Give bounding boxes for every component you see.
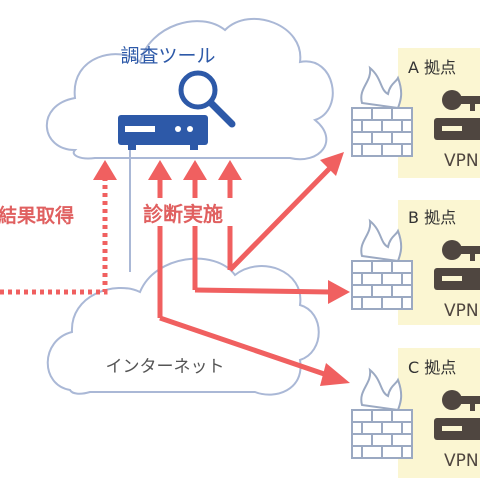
vpn-c-label: VPN: [444, 451, 479, 471]
firewall-a-icon: [351, 65, 413, 157]
diagnose-out-arrows: [159, 152, 350, 386]
magnifier-icon: [178, 70, 236, 128]
site-c-label: C 拠点: [408, 358, 456, 377]
firewall-c-icon: [351, 367, 413, 459]
result-arrow: [0, 160, 117, 295]
tool-device-icon: [118, 115, 208, 150]
vpn-b-icon: [434, 240, 480, 290]
vpn-a-icon: [434, 90, 480, 140]
site-a-label: A 拠点: [408, 58, 456, 77]
vpn-b-label: VPN: [444, 301, 479, 321]
internet-cloud-label: インターネット: [106, 357, 225, 377]
site-b-label: B 拠点: [408, 208, 456, 227]
diagnose-label: 診断実施: [143, 202, 223, 226]
tool-cloud-label: 調査ツール: [120, 45, 215, 67]
vpn-a-label: VPN: [444, 151, 479, 171]
result-label: 結果取得: [0, 204, 74, 227]
firewall-b-icon: [351, 218, 413, 310]
vpn-c-icon: [434, 390, 480, 440]
